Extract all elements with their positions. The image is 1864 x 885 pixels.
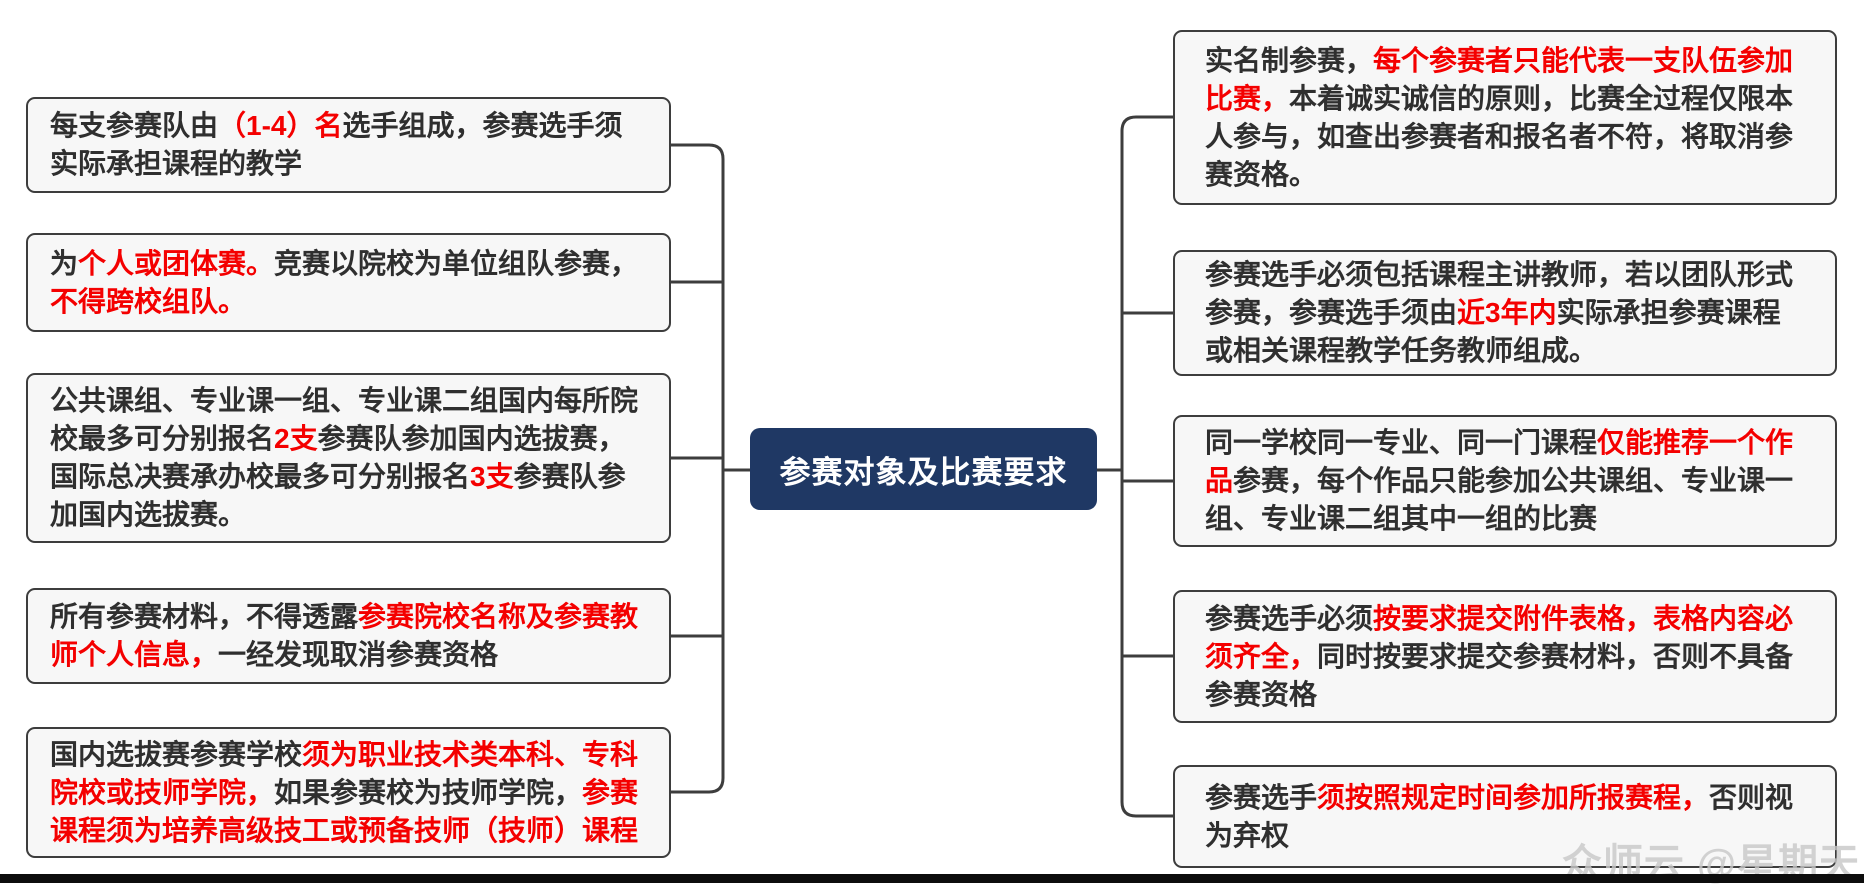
left-box-3-text: 公共课组、专业课一组、专业课二组国内每所院校最多可分别报名2支参赛队参加国内选拔…: [50, 382, 647, 534]
text-segment: 选手组成，参赛选手须实际承担课程的教学: [50, 110, 623, 179]
left-box-2-text: 为个人或团体赛。竞赛以院校为单位组队参赛， 不得跨校组队。: [50, 245, 647, 321]
text-segment: 实际承担参赛课程或相关课程教学任务教师组成。: [1205, 297, 1781, 366]
right-box-2[interactable]: 参赛选手必须包括课程主讲教师，若以团队形式参赛，参赛选手须由近3年内实际承担参赛…: [1173, 250, 1837, 376]
text-segment: 参赛队参加国内选拔赛。: [50, 461, 626, 530]
bottom-border-bar: [0, 874, 1864, 883]
text-segment: 否则视为弃权: [1205, 781, 1794, 851]
highlight-text: 参赛课程须为培养高级技工或预备技师（技师）课程: [50, 776, 639, 846]
left-box-4-text: 所有参赛材料，不得透露参赛院校名称及参赛教师个人信息，一经发现取消参赛资格: [50, 598, 647, 674]
highlight-text: 仅能推荐一个作品: [1205, 427, 1794, 496]
highlight-text: 须为职业技术类本科、专科院校或技师学院，: [50, 738, 639, 808]
highlight-text: 3支: [470, 461, 514, 492]
right-box-1[interactable]: 实名制参赛，每个参赛者只能代表一支队伍参加比赛，本着诚实诚信的原则，比赛全过程仅…: [1173, 30, 1837, 205]
right-box-4[interactable]: 参赛选手必须按要求提交附件表格，表格内容必须齐全，同时按要求提交参赛材料，否则不…: [1173, 590, 1837, 723]
highlight-text: 不得跨校组队。: [50, 285, 247, 317]
right-box-5-text: 参赛选手须按照规定时间参加所报赛程，否则视为弃权: [1205, 779, 1805, 855]
central-topic[interactable]: 参赛对象及比赛要求: [750, 428, 1097, 510]
text-segment: 参赛队参加国内选拔赛，国际总决赛承办校最多可分别报名: [50, 423, 626, 492]
text-segment: 参赛，每个作品只能参加公共课组、专业课一组、专业课二组其中一组的比赛: [1205, 465, 1794, 534]
right-box-3-text: 同一学校同一专业、同一门课程仅能推荐一个作品参赛，每个作品只能参加公共课组、专业…: [1205, 424, 1805, 538]
highlight-text: 近3年内: [1457, 297, 1557, 328]
highlight-text: （1-4）名: [218, 110, 343, 141]
text-segment: 参赛选手: [1205, 781, 1318, 813]
text-segment: 国内选拔赛参赛学校: [50, 738, 303, 770]
text-segment: 竞赛以院校为单位组队参赛，: [274, 247, 639, 279]
highlight-text: 按要求提交附件表格，表格内容必须齐全，: [1205, 602, 1794, 672]
left-box-5[interactable]: 国内选拔赛参赛学校须为职业技术类本科、专科院校或技师学院，如果参赛校为技师学院，…: [26, 727, 671, 858]
left-box-2[interactable]: 为个人或团体赛。竞赛以院校为单位组队参赛， 不得跨校组队。: [26, 233, 671, 332]
text-segment: 参赛选手必须: [1205, 602, 1374, 634]
text-segment: 公共课组、专业课一组、专业课二组国内每所院校最多可分别报名: [50, 385, 639, 454]
text-segment: 每支参赛队由: [50, 110, 219, 141]
connector-left-trunk: [669, 143, 725, 794]
highlight-text: 每个参赛者只能代表一支队伍参加比赛，: [1205, 44, 1794, 114]
text-segment: 实名制参赛，: [1205, 44, 1374, 76]
text-segment: 同一学校同一专业、同一门课程: [1205, 427, 1598, 458]
left-box-3[interactable]: 公共课组、专业课一组、专业课二组国内每所院校最多可分别报名2支参赛队参加国内选拔…: [26, 373, 671, 543]
left-box-4[interactable]: 所有参赛材料，不得透露参赛院校名称及参赛教师个人信息，一经发现取消参赛资格: [26, 588, 671, 684]
highlight-text: 2支: [274, 423, 318, 454]
right-box-5[interactable]: 参赛选手须按照规定时间参加所报赛程，否则视为弃权: [1173, 765, 1837, 868]
right-box-1-text: 实名制参赛，每个参赛者只能代表一支队伍参加比赛，本着诚实诚信的原则，比赛全过程仅…: [1205, 42, 1805, 194]
text-segment: 所有参赛材料，不得透露: [50, 601, 359, 632]
text-segment: 为: [50, 247, 79, 279]
right-box-4-text: 参赛选手必须按要求提交附件表格，表格内容必须齐全，同时按要求提交参赛材料，否则不…: [1205, 600, 1805, 714]
connector-right-trunk: [1120, 115, 1176, 818]
highlight-text: 参赛院校名称及参赛教师个人信息，: [50, 601, 639, 670]
right-box-3[interactable]: 同一学校同一专业、同一门课程仅能推荐一个作品参赛，每个作品只能参加公共课组、专业…: [1173, 415, 1837, 547]
central-topic-label: 参赛对象及比赛要求: [779, 454, 1068, 490]
highlight-text: 个人或团体赛。: [78, 247, 275, 279]
text-segment: 一经发现取消参赛资格: [218, 639, 499, 670]
text-segment: 同时按要求提交参赛材料，否则不具备参赛资格: [1205, 640, 1794, 710]
left-box-5-text: 国内选拔赛参赛学校须为职业技术类本科、专科院校或技师学院，如果参赛校为技师学院，…: [50, 736, 647, 850]
text-segment: 如果参赛校为技师学院，: [274, 776, 583, 808]
left-box-1[interactable]: 每支参赛队由（1-4）名选手组成，参赛选手须实际承担课程的教学: [26, 97, 671, 193]
left-box-1-text: 每支参赛队由（1-4）名选手组成，参赛选手须实际承担课程的教学: [50, 107, 647, 183]
text-segment: 参赛选手必须包括课程主讲教师，若以团队形式参赛，参赛选手须由: [1205, 259, 1794, 328]
highlight-text: 须按照规定时间参加所报赛程，: [1317, 781, 1710, 813]
right-box-2-text: 参赛选手必须包括课程主讲教师，若以团队形式参赛，参赛选手须由近3年内实际承担参赛…: [1205, 256, 1805, 370]
text-segment: 本着诚实诚信的原则，比赛全过程仅限本人参与，如查出参赛者和报名者不符，将取消参赛…: [1205, 82, 1794, 190]
